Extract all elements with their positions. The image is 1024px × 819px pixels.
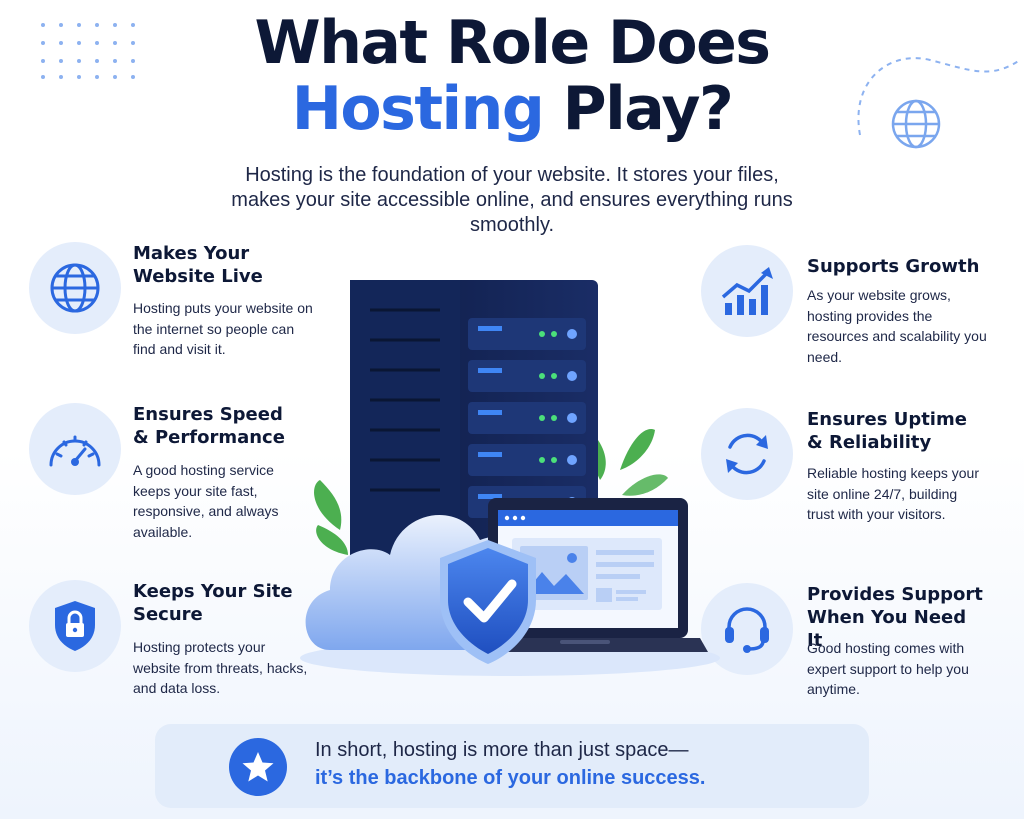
hosting-illustration (300, 280, 720, 676)
feature-title: Supports Growth (807, 256, 980, 277)
leaf-right-icon (593, 429, 668, 496)
server-tower (350, 280, 598, 570)
feature-title: Ensures Speed & Performance (133, 404, 285, 448)
page-title: What Role Does Hosting Play? (0, 10, 1024, 142)
feature-description: Reliable hosting keeps your site online … (807, 465, 979, 522)
star-icon (229, 738, 287, 796)
title-line-1: What Role Does (254, 8, 771, 78)
dot-grid-decoration (41, 23, 135, 79)
refresh-icon (701, 408, 793, 500)
subtitle: Hosting is the foundation of your websit… (231, 164, 793, 236)
globe-icon (29, 242, 121, 334)
growth-chart-icon (701, 245, 793, 337)
feature-description: As your website grows, hosting provides … (807, 287, 987, 365)
feature-title: Ensures Uptime & Reliability (807, 409, 967, 453)
summary-line-2: it’s the backbone of your online success… (315, 767, 706, 789)
speedometer-icon (29, 403, 121, 495)
feature-title: Provides Support When You Need It (807, 584, 983, 651)
feature-title: Makes Your Website Live (133, 243, 263, 287)
feature-description: Good hosting comes with expert support t… (807, 640, 969, 697)
feature-description: Hosting puts your website on the interne… (133, 300, 313, 357)
feature-title: Keeps Your Site Secure (133, 581, 293, 625)
server-unit-slots (468, 318, 586, 518)
title-rest: Play? (543, 74, 734, 144)
shield-check-icon (440, 540, 536, 664)
shield-lock-icon (29, 580, 121, 672)
title-highlight: Hosting (291, 74, 545, 144)
globe-decoration-icon (891, 99, 941, 149)
summary-line-1: In short, hosting is more than just spac… (315, 739, 689, 761)
feature-description: Hosting protects your website from threa… (133, 639, 308, 696)
feature-description: A good hosting service keeps your site f… (133, 462, 279, 540)
summary-banner: In short, hosting is more than just spac… (155, 724, 869, 808)
